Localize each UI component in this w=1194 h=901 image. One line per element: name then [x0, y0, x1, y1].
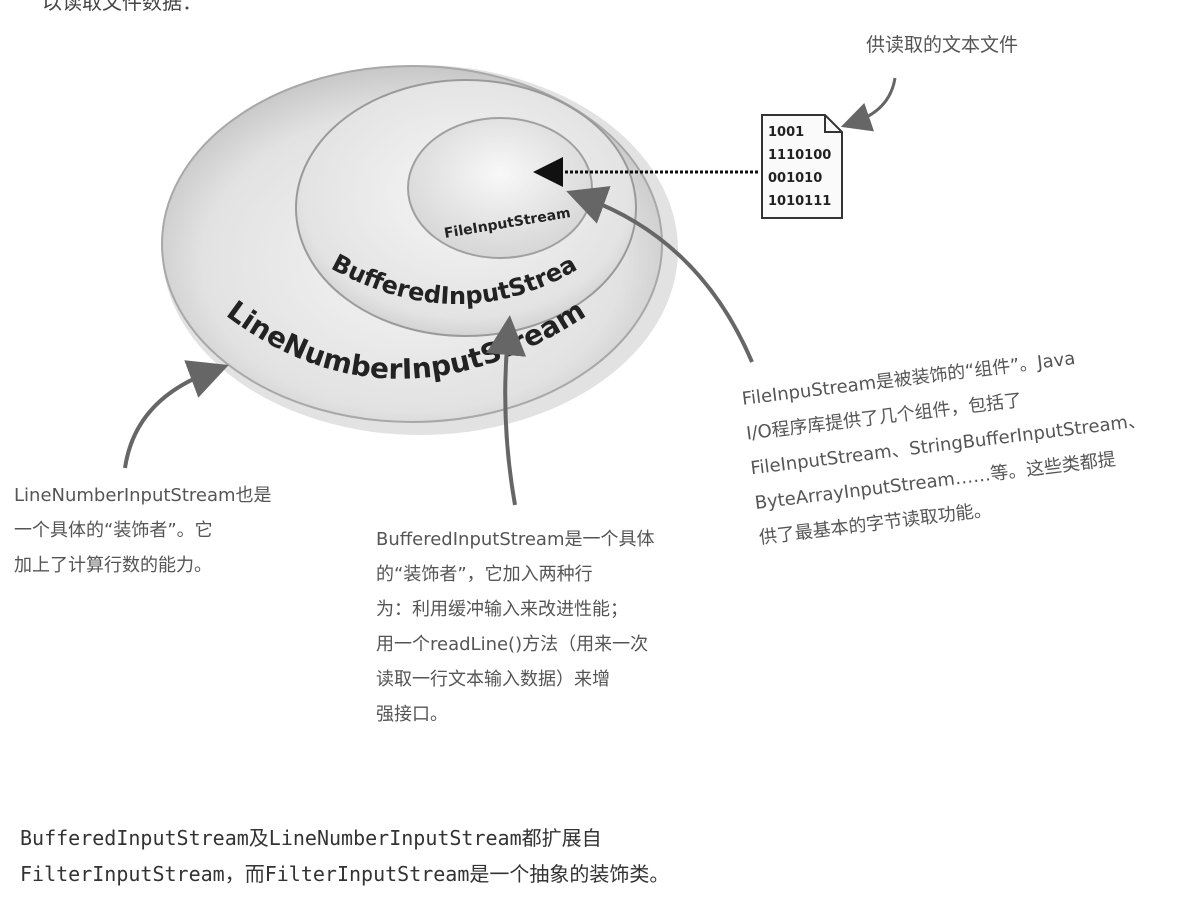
note-line: 加上了计算行数的能力。 [14, 555, 212, 576]
note-line: LineNumberInputStream也是 [14, 485, 272, 506]
file-line-3: 001010 [768, 171, 822, 186]
note-buffered-stream: BufferedInputStream是一个具体 的“装饰者”，它加入两种行 为… [376, 522, 654, 732]
file-line-2: 1110100 [768, 148, 831, 163]
footer-line: FilterInputStream，而FilterInputStream是一个抽… [20, 862, 670, 886]
note-line: 为：利用缓冲输入来改进性能； [376, 599, 628, 620]
note-line: 的“装饰者”，它加入两种行 [376, 564, 593, 585]
right-note-arrow [566, 186, 754, 363]
file-line-4: 1010111 [768, 194, 831, 209]
note-line: 一个具体的“装饰者”。它 [14, 520, 213, 541]
note-line: 读取一行文本输入数据）来增 [376, 669, 610, 690]
note-line: BufferedInputStream是一个具体 [376, 529, 655, 550]
file-label-arrow [840, 77, 897, 132]
file-line-1: 1001 [768, 125, 804, 140]
footer-line: BufferedInputStream及LineNumberInputStrea… [20, 826, 602, 850]
note-line-number-stream: LineNumberInputStream也是 一个具体的“装饰者”。它 加上了… [14, 478, 272, 583]
note-line: 强接口。 [376, 704, 448, 725]
footer-text: BufferedInputStream及LineNumberInputStrea… [20, 820, 669, 892]
file-icon: 1001 1110100 001010 1010111 [761, 114, 843, 219]
header-text: 以读取文件数据： [42, 0, 202, 14]
middle-note-arrow [486, 315, 527, 506]
file-label: 供读取的文本文件 [866, 34, 1019, 56]
left-note-arrow [123, 360, 229, 469]
note-line: 用一个readLine()方法（用来一次 [376, 634, 649, 655]
inner-ring [407, 117, 593, 259]
